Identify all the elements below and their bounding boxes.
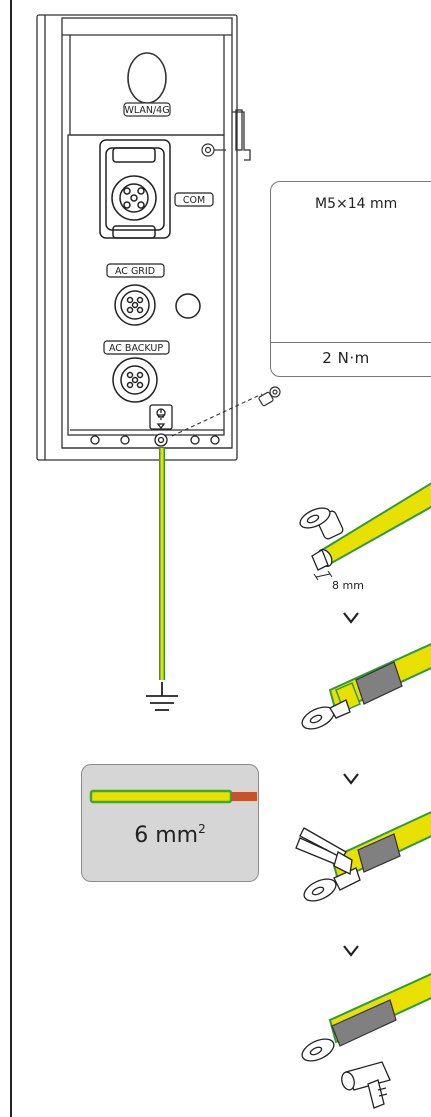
cable-cross-section: 6 mm2 [82,823,258,848]
com-connector [99,139,171,239]
ground-symbol-icon [146,682,178,711]
cable-spec-box: 6 mm2 [81,764,259,882]
screw-guide-line [171,393,263,437]
crimping-tool-icon [295,827,353,875]
step-arrows [343,612,359,957]
cable-sample [89,789,257,804]
blank-port [175,293,201,319]
step-arrow-3 [343,945,359,957]
step-insert-terminal [301,642,431,730]
step-strip-cable [299,482,431,581]
step-heat-shrink [301,972,431,1062]
step-crimp [303,811,431,902]
page-border [10,0,12,1117]
ground-cable [159,448,165,680]
ground-screw [258,386,281,407]
heat-gun-icon [341,1061,391,1109]
wlan-port: WLAN/4G [123,52,171,117]
ac-grid-label: AC GRID [115,266,155,277]
ac-backup-label: AC BACKUP [109,343,163,354]
torque-spec-box: M5×14 mm 2 N·m [270,181,431,377]
step-arrow-2 [343,773,359,785]
torque-value: 2 N·m [322,349,370,367]
ground-terminal [90,404,220,447]
ring-terminal [299,507,344,540]
cable-size-exponent: 2 [198,822,206,836]
ac-backup-connector [112,357,158,403]
screw-spec: M5×14 mm [315,196,398,212]
housing-screw [201,143,226,157]
cable-size-value: 6 mm [134,823,199,848]
wlan-label: WLAN/4G [124,105,169,116]
step-arrow-1 [343,612,359,624]
com-label: COM [183,195,205,206]
ac-grid-connector [114,284,156,326]
strip-length: 8 mm [332,579,364,592]
torque-divider [271,342,431,343]
